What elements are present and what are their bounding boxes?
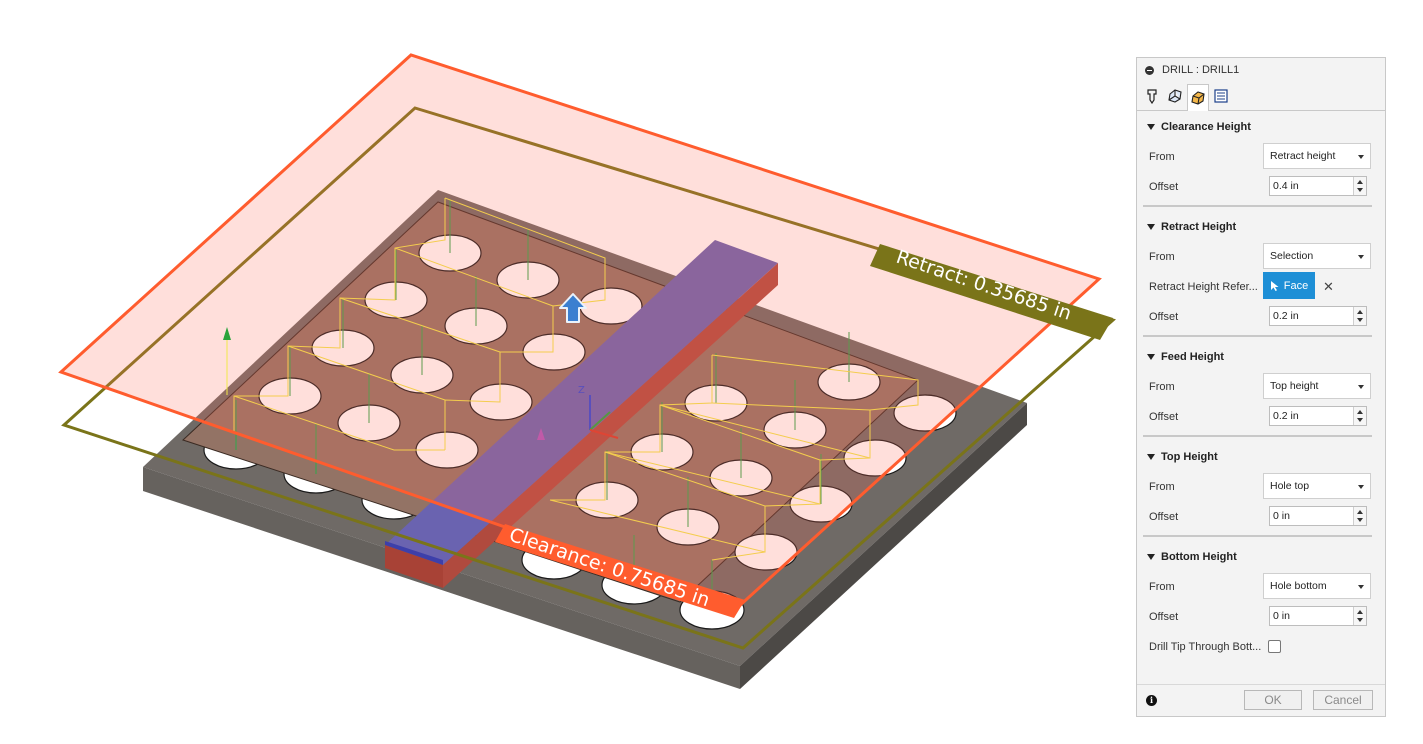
- feed-from-dropdown[interactable]: Top height: [1263, 373, 1371, 399]
- top-from-label: From: [1149, 481, 1175, 493]
- face-button-label: Face: [1283, 279, 1309, 292]
- toolpath-wireframe: [233, 197, 919, 561]
- clearance-offset-label: Offset: [1149, 181, 1179, 193]
- bottom-from-value: Hole bottom: [1270, 580, 1327, 592]
- retract-label-tag: [870, 244, 1113, 340]
- feed-offset-label: Offset: [1149, 411, 1179, 423]
- collapse-icon[interactable]: [1145, 65, 1154, 75]
- fixture-bar-side: [443, 263, 778, 588]
- clearance-label-tag: [495, 524, 745, 618]
- drill-tool-icon: [1147, 89, 1157, 104]
- spinner-icon[interactable]: [1353, 407, 1366, 425]
- clearance-offset-value: 0.4 in: [1273, 180, 1299, 192]
- retract-plane[interactable]: [61, 106, 1117, 650]
- feed-from-label: From: [1149, 381, 1175, 393]
- 3d-viewport[interactable]: Z Retract: 0.35685 in Clearance: 0.75685…: [0, 0, 1120, 744]
- heights-box-icon: [1191, 91, 1205, 105]
- dialog-footer: i OK Cancel: [1137, 684, 1385, 717]
- feed-offset-value: 0.2 in: [1273, 410, 1299, 422]
- spinner-icon[interactable]: [1353, 507, 1366, 525]
- clearance-from-label: From: [1149, 151, 1175, 163]
- section-divider: [1143, 435, 1372, 437]
- hole-axes: [235, 200, 850, 610]
- retract-height-section[interactable]: Retract Height: [1147, 219, 1236, 235]
- top-height-section[interactable]: Top Height: [1147, 449, 1218, 465]
- chevron-down-icon: [1358, 485, 1364, 489]
- retract-from-label: From: [1149, 251, 1175, 263]
- retract-from-dropdown[interactable]: Selection: [1263, 243, 1371, 269]
- tab-tool[interactable]: [1141, 84, 1163, 108]
- clearance-offset-field[interactable]: 0.4 in: [1269, 176, 1367, 196]
- retract-offset-field[interactable]: 0.2 in: [1269, 306, 1367, 326]
- fixture-bar-end: [385, 545, 443, 588]
- fixture-bar-top: [385, 240, 778, 565]
- chevron-down-icon: [1358, 585, 1364, 589]
- dialog-tabs: [1137, 82, 1385, 111]
- feed-height-section[interactable]: Feed Height: [1147, 349, 1224, 365]
- stock-holes: [258, 234, 957, 571]
- spinner-icon[interactable]: [1353, 607, 1366, 625]
- fixture-bar-end-blue: [385, 541, 443, 565]
- info-icon[interactable]: i: [1146, 695, 1157, 706]
- drill-tip-label: Drill Tip Through Bott...: [1149, 641, 1262, 653]
- drill-tip-checkbox[interactable]: [1268, 640, 1281, 653]
- retract-reference-label: Retract Height Refer...: [1149, 281, 1258, 293]
- feed-from-value: Top height: [1270, 380, 1319, 392]
- tab-heights[interactable]: [1187, 84, 1209, 111]
- chevron-down-icon: [1358, 155, 1364, 159]
- ok-button[interactable]: OK: [1244, 690, 1302, 710]
- section-divider: [1143, 205, 1372, 207]
- model-canvas[interactable]: Z Retract: 0.35685 in Clearance: 0.75685…: [0, 0, 1120, 744]
- axis-z-label: Z: [578, 385, 585, 396]
- clearance-from-value: Retract height: [1270, 150, 1336, 162]
- retract-offset-value: 0.2 in: [1273, 310, 1299, 322]
- clear-selection-close-icon[interactable]: ✕: [1323, 279, 1334, 294]
- drill-dialog: DRILL : DRILL1 Clearance Height From Ret…: [1136, 57, 1386, 717]
- bottom-offset-label: Offset: [1149, 611, 1179, 623]
- cycle-list-icon: [1214, 89, 1228, 103]
- top-from-dropdown[interactable]: Hole top: [1263, 473, 1371, 499]
- clearance-height-section[interactable]: Clearance Height: [1147, 119, 1251, 135]
- tab-cycle[interactable]: [1210, 84, 1232, 108]
- cancel-button[interactable]: Cancel: [1313, 690, 1373, 710]
- clearance-from-dropdown[interactable]: Retract height: [1263, 143, 1371, 169]
- pink-arrow-icon: [537, 428, 545, 440]
- top-offset-field[interactable]: 0 in: [1269, 506, 1367, 526]
- green-arrow-icon: [223, 327, 231, 340]
- bottom-offset-field[interactable]: 0 in: [1269, 606, 1367, 626]
- clearance-height-heading: Clearance Height: [1161, 121, 1251, 133]
- bottom-offset-value: 0 in: [1273, 610, 1290, 622]
- section-divider: [1143, 335, 1372, 337]
- bottom-height-heading: Bottom Height: [1161, 551, 1237, 563]
- base-plate-side: [740, 403, 1027, 689]
- clearance-plane[interactable]: [58, 53, 1102, 610]
- dialog-titlebar: DRILL : DRILL1: [1137, 58, 1385, 82]
- bottom-from-label: From: [1149, 581, 1175, 593]
- bottom-height-section[interactable]: Bottom Height: [1147, 549, 1237, 565]
- retract-offset-label: Offset: [1149, 311, 1179, 323]
- top-offset-value: 0 in: [1273, 510, 1290, 522]
- retract-from-value: Selection: [1270, 250, 1314, 262]
- top-from-value: Hole top: [1270, 480, 1310, 492]
- cursor-arrow-icon: [1270, 280, 1279, 291]
- chevron-down-icon: [1358, 385, 1364, 389]
- dialog-title: DRILL : DRILL1: [1162, 64, 1240, 76]
- height-drag-arrow-icon[interactable]: [559, 293, 587, 323]
- spinner-icon[interactable]: [1353, 177, 1366, 195]
- retract-face-selection-button[interactable]: Face: [1263, 272, 1315, 299]
- top-offset-label: Offset: [1149, 511, 1179, 523]
- retract-height-heading: Retract Height: [1161, 221, 1237, 233]
- bottom-from-dropdown[interactable]: Hole bottom: [1263, 573, 1371, 599]
- origin-triad: Z: [578, 385, 619, 439]
- geometry-box-icon: [1168, 89, 1182, 103]
- tab-geometry[interactable]: [1164, 84, 1186, 108]
- feed-offset-field[interactable]: 0.2 in: [1269, 406, 1367, 426]
- feed-height-heading: Feed Height: [1161, 351, 1224, 363]
- spinner-icon[interactable]: [1353, 307, 1366, 325]
- chevron-down-icon: [1358, 255, 1364, 259]
- top-height-heading: Top Height: [1161, 451, 1218, 463]
- section-divider: [1143, 535, 1372, 537]
